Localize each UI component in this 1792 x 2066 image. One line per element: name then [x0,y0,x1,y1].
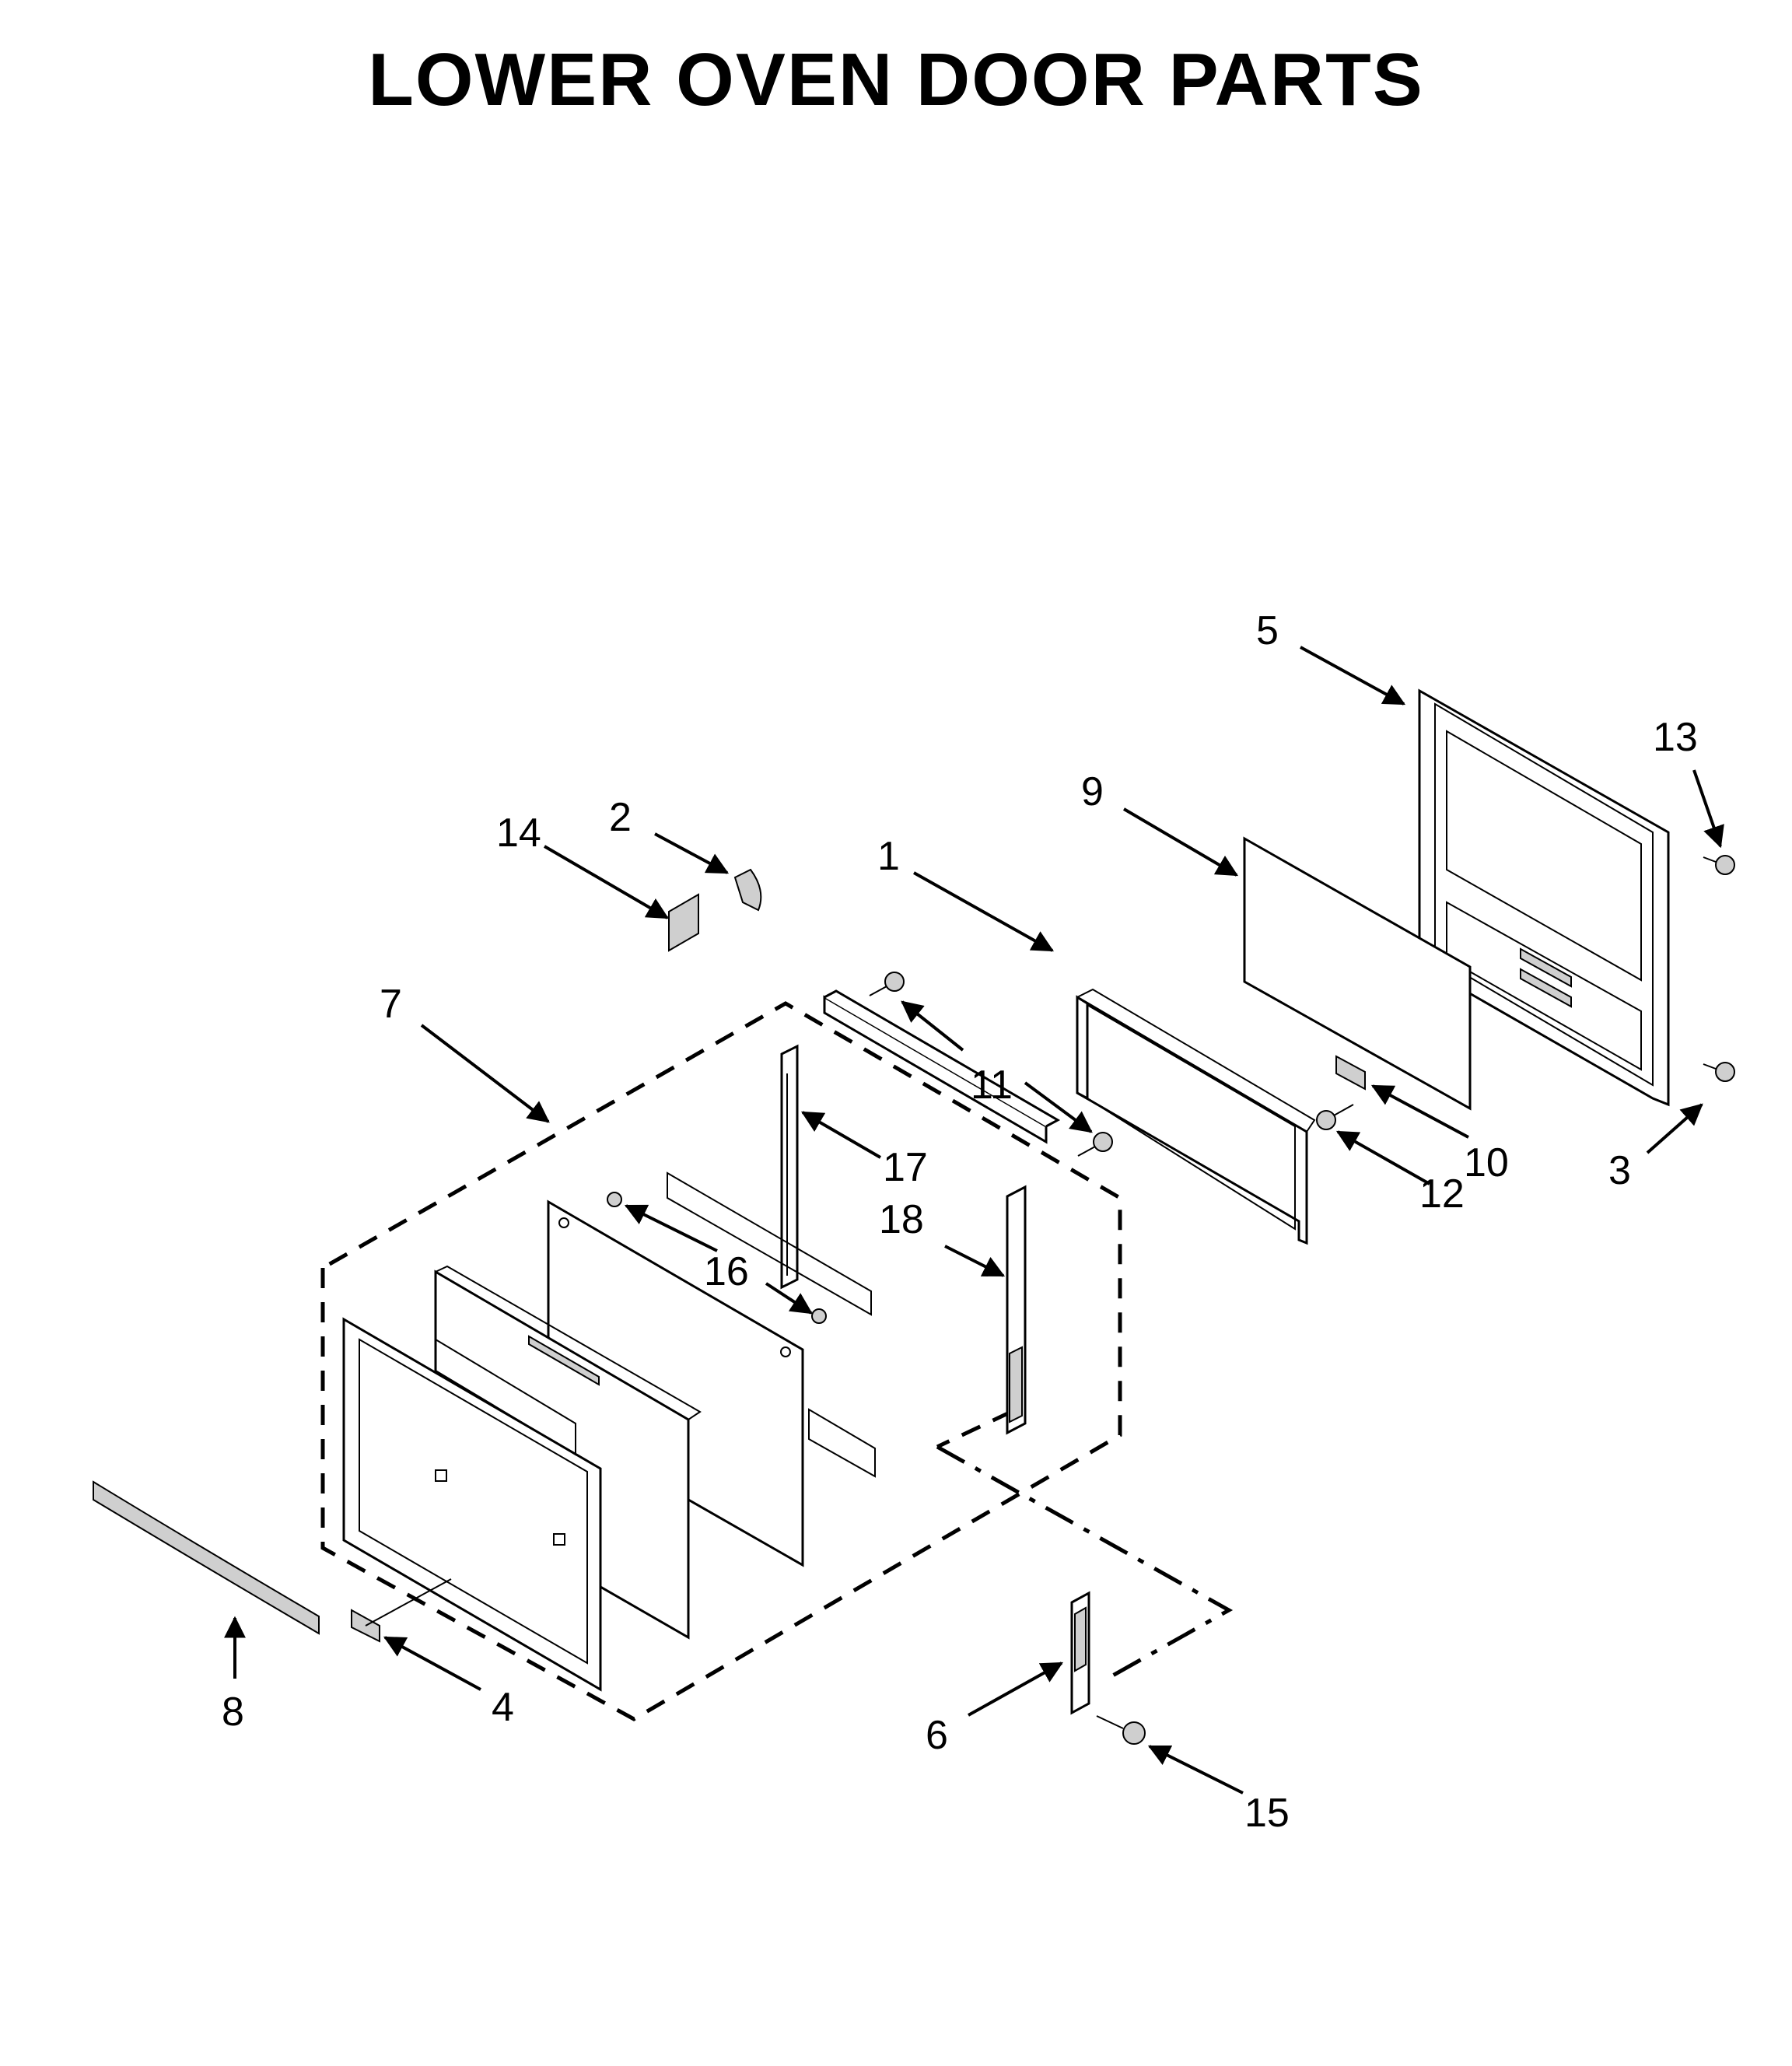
callout-13: 13 [1653,715,1698,760]
callout-12: 12 [1419,1171,1465,1217]
callout-2: 2 [609,795,632,840]
insulation-strip [667,1171,872,1316]
screw-11-upper [869,972,905,996]
bumper-16-lower [811,1308,827,1324]
callout-17: 17 [883,1145,928,1190]
latch-part [351,1578,452,1643]
bottom-link-line [936,1409,1013,1449]
front-door-glass-part [342,1317,602,1692]
leader-18 [944,1245,1006,1277]
callout-14: 14 [496,811,541,856]
leader-3 [1646,1103,1703,1154]
callout-8: 8 [222,1690,244,1735]
callout-3: 3 [1608,1148,1631,1193]
inner-frame-part [1076,988,1316,1245]
handle-part [93,1480,320,1635]
callout-1: 1 [877,834,900,879]
glass-panel-part [1243,836,1472,1111]
callout-16: 16 [704,1249,749,1294]
clip-part [668,893,699,952]
callout-9: 9 [1081,769,1104,814]
bumper-16-upper [607,1192,622,1207]
small-bracket-part [1335,1055,1366,1091]
leader-9 [1122,807,1239,877]
callout-6: 6 [926,1713,948,1758]
bracket-part [733,868,762,912]
top-channel-part [823,989,1061,1144]
leader-4 [383,1636,481,1691]
callout-7: 7 [380,982,402,1027]
leader-6 [968,1662,1064,1717]
door-frame-part [1418,688,1670,1107]
leader-17 [800,1111,882,1159]
leader-15 [1147,1745,1244,1795]
leader-11-upper [901,1000,964,1052]
screw-12 [1316,1104,1354,1130]
right-rail-part [1006,1185,1027,1435]
leader-12 [1335,1130,1430,1185]
left-rail-part [780,1044,799,1290]
leader-11-lower [1024,1081,1093,1133]
door-assembly-outline [320,1001,1122,1721]
lower-seal-strip [808,1408,876,1478]
callout-4: 4 [492,1685,514,1730]
leader-1 [913,871,1055,952]
callout-15: 15 [1244,1791,1290,1836]
callout-11: 11 [971,1063,1013,1108]
leader-16-upper [624,1204,718,1252]
leader-14 [543,845,670,919]
screw-13 [1703,855,1735,875]
leader-13 [1692,769,1724,849]
screw-15 [1096,1715,1146,1745]
screw-11-lower [1077,1132,1113,1157]
leader-7 [420,1024,550,1123]
callout-10: 10 [1464,1140,1509,1185]
leader-5 [1300,646,1406,706]
leader-16-lower [765,1282,813,1315]
leader-10 [1370,1084,1469,1139]
leader-2 [654,832,730,874]
screw-3 [1703,1062,1735,1082]
hinge-part [1070,1591,1090,1715]
hinge-link-line [936,1444,1234,1683]
callout-18: 18 [879,1197,924,1242]
callout-5: 5 [1256,608,1279,653]
diagram-title: LOWER OVEN DOOR PARTS [368,38,1424,121]
